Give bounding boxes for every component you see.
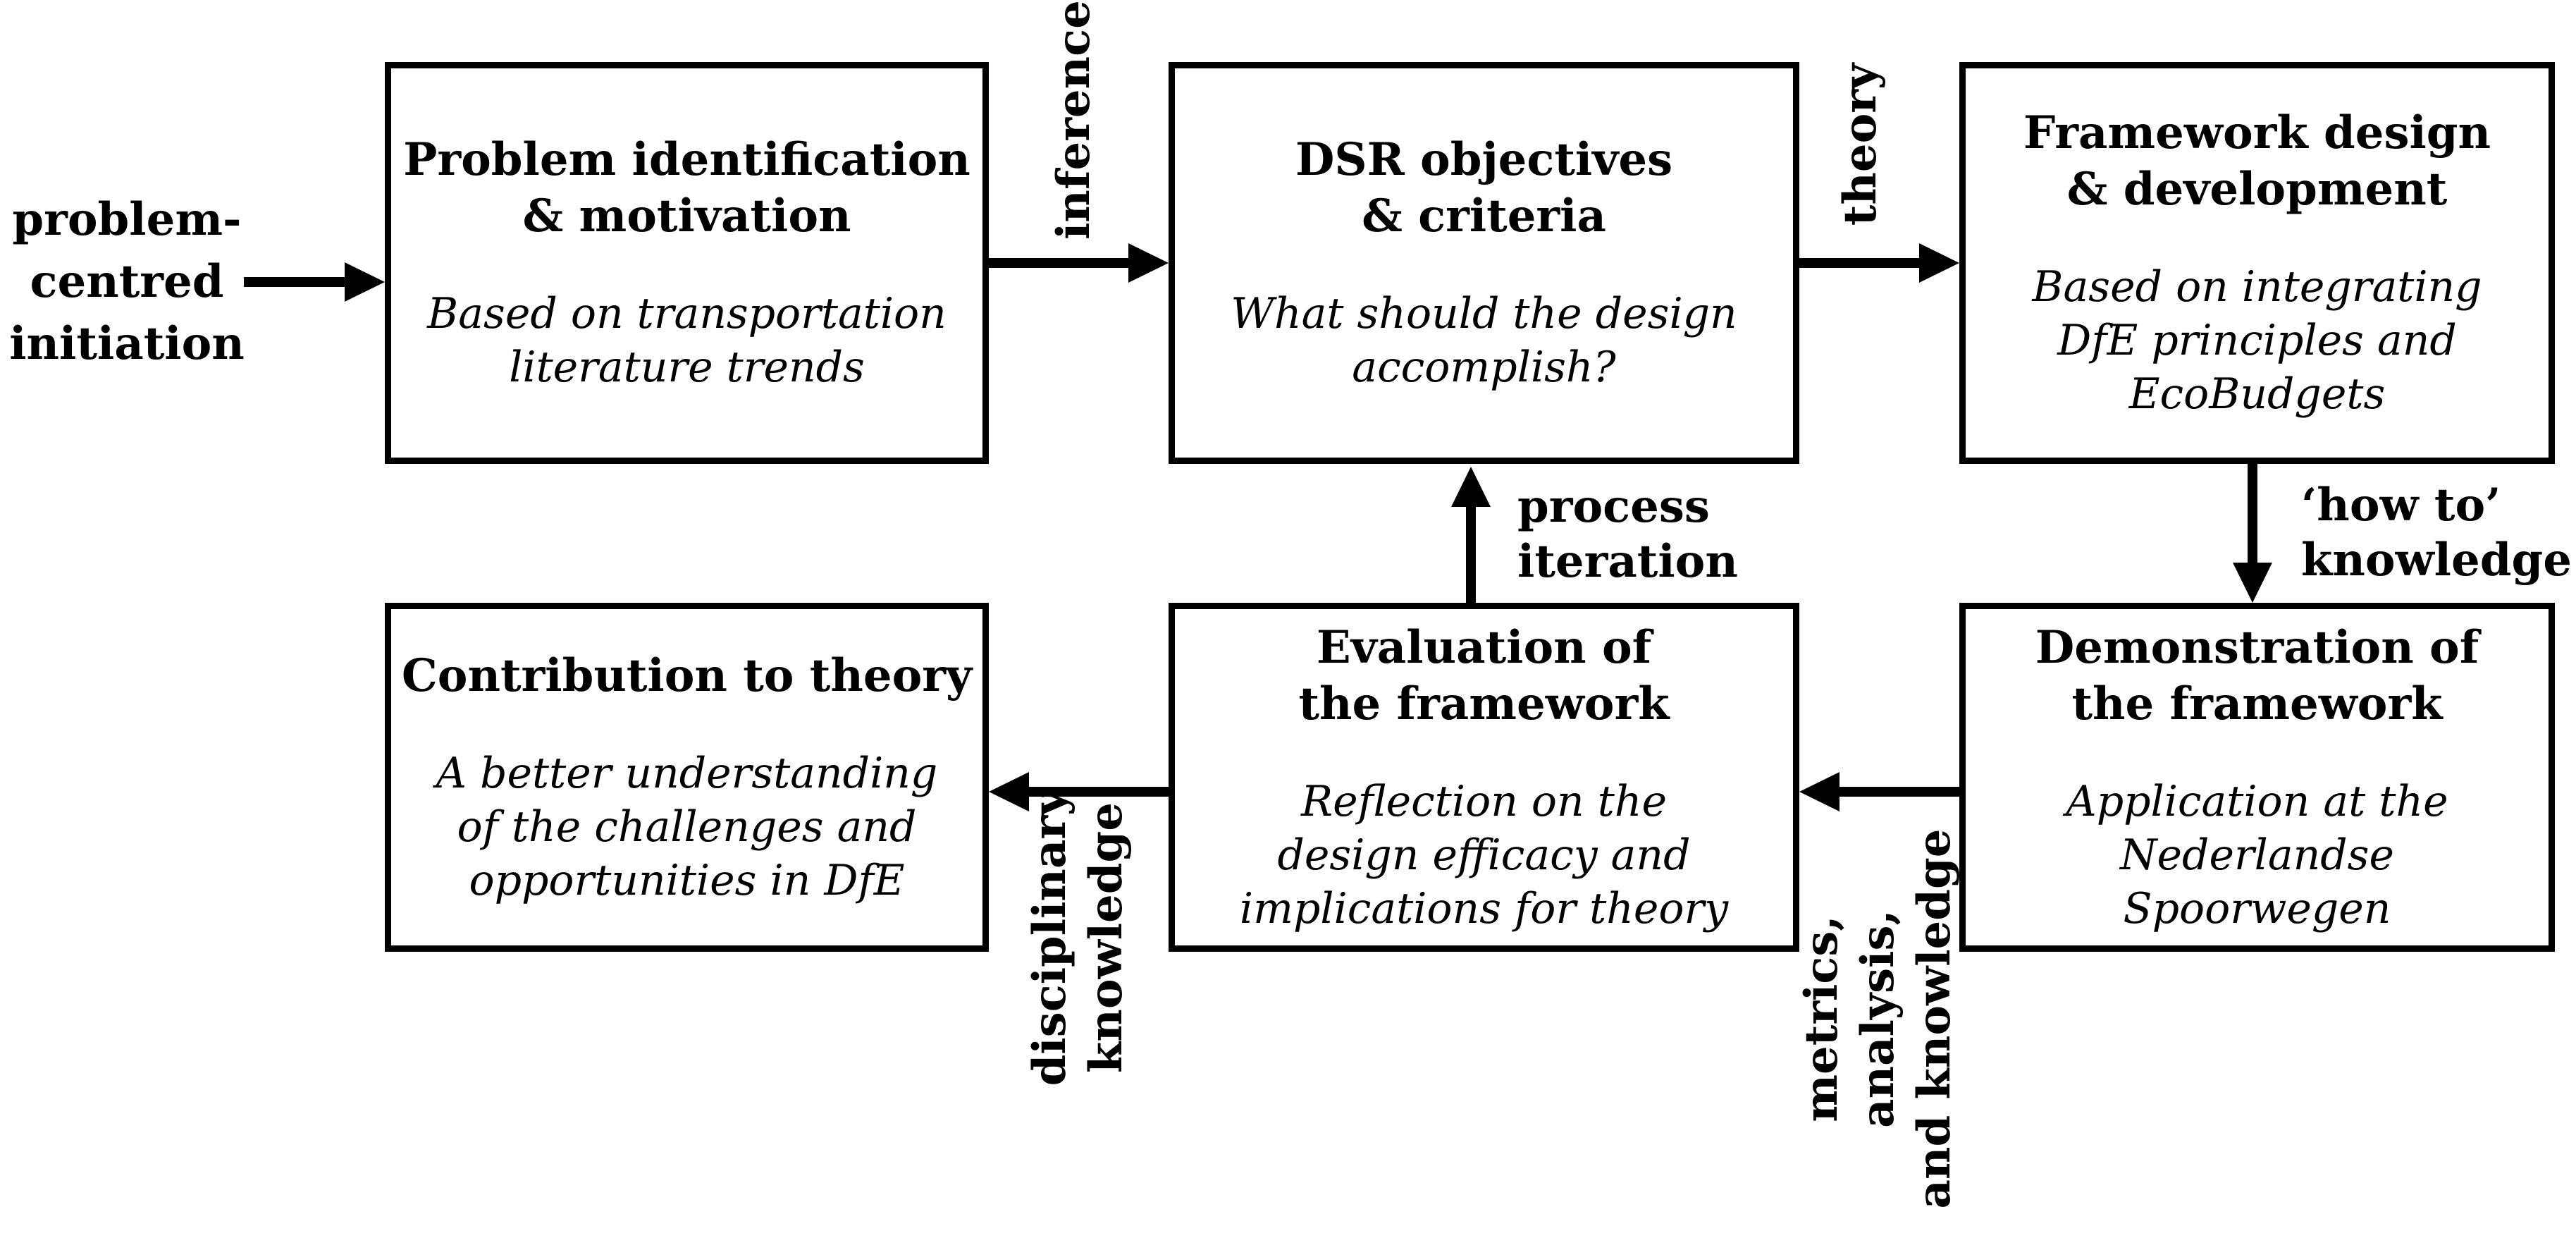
node-subtitle: A better understanding of the challenges… (436, 748, 938, 905)
node-subtitle: Application at the Nederlandse Spoorwege… (2066, 776, 2448, 933)
node-title: Contribution to theory (401, 649, 973, 702)
node-contribution-to-theory: Contribution to theory A better understa… (385, 603, 989, 952)
arrow-shaft (2248, 464, 2257, 563)
node-evaluation: Evaluation of the framework Reflection o… (1169, 603, 1799, 952)
arrow-head-right-icon (1919, 243, 1959, 283)
edge-label-metrics-analysis-knowledge: metrics, analysis, and knowledge (1795, 828, 1961, 1209)
arrow-head-right-icon (345, 262, 385, 302)
edge-label-inference: inference (1047, 0, 1100, 240)
edge-label-theory: theory (1834, 63, 1887, 226)
node-title: Framework design & development (2023, 106, 2491, 216)
arrow-head-right-icon (1128, 243, 1169, 283)
arrow-shaft (1799, 258, 1919, 268)
node-framework-design: Framework design & development Based on … (1959, 62, 2555, 464)
edge-label-disciplinary-knowledge: disciplinary knowledge (1023, 789, 1133, 1086)
arrow-shaft (1466, 507, 1476, 603)
node-title: Evaluation of the framework (1298, 620, 1670, 730)
node-title: Problem identification & motivation (403, 133, 970, 243)
node-subtitle: Reflection on the design efficacy and im… (1239, 776, 1729, 933)
arrow-head-left-icon (1799, 772, 1839, 811)
edge-label-process-iteration: process iteration (1517, 480, 1738, 588)
arrow-shaft (989, 258, 1128, 268)
node-dsr-objectives: DSR objectives & criteria What should th… (1169, 62, 1799, 464)
node-subtitle: Based on integrating DfE principles and … (2032, 262, 2482, 419)
node-demonstration: Demonstration of the framework Applicati… (1959, 603, 2555, 952)
arrow-shaft (1029, 787, 1169, 797)
node-problem-identification: Problem identification & motivation Base… (385, 62, 989, 464)
arrow-shaft (1839, 787, 1959, 797)
node-subtitle: What should the design accomplish? (1231, 289, 1737, 392)
node-title: DSR objectives & criteria (1295, 133, 1673, 243)
arrow-shaft (244, 277, 345, 287)
node-title: Demonstration of the framework (2035, 620, 2479, 730)
arrow-head-down-icon (2233, 563, 2272, 603)
start-label-problem-centred-initiation: problem- centred initiation (9, 193, 245, 370)
edge-label-how-to-knowledge: ‘how to’ knowledge (2301, 479, 2572, 587)
arrow-head-left-icon (989, 772, 1029, 811)
arrow-head-up-icon (1451, 467, 1491, 507)
node-subtitle: Based on transportation literature trend… (427, 289, 947, 392)
